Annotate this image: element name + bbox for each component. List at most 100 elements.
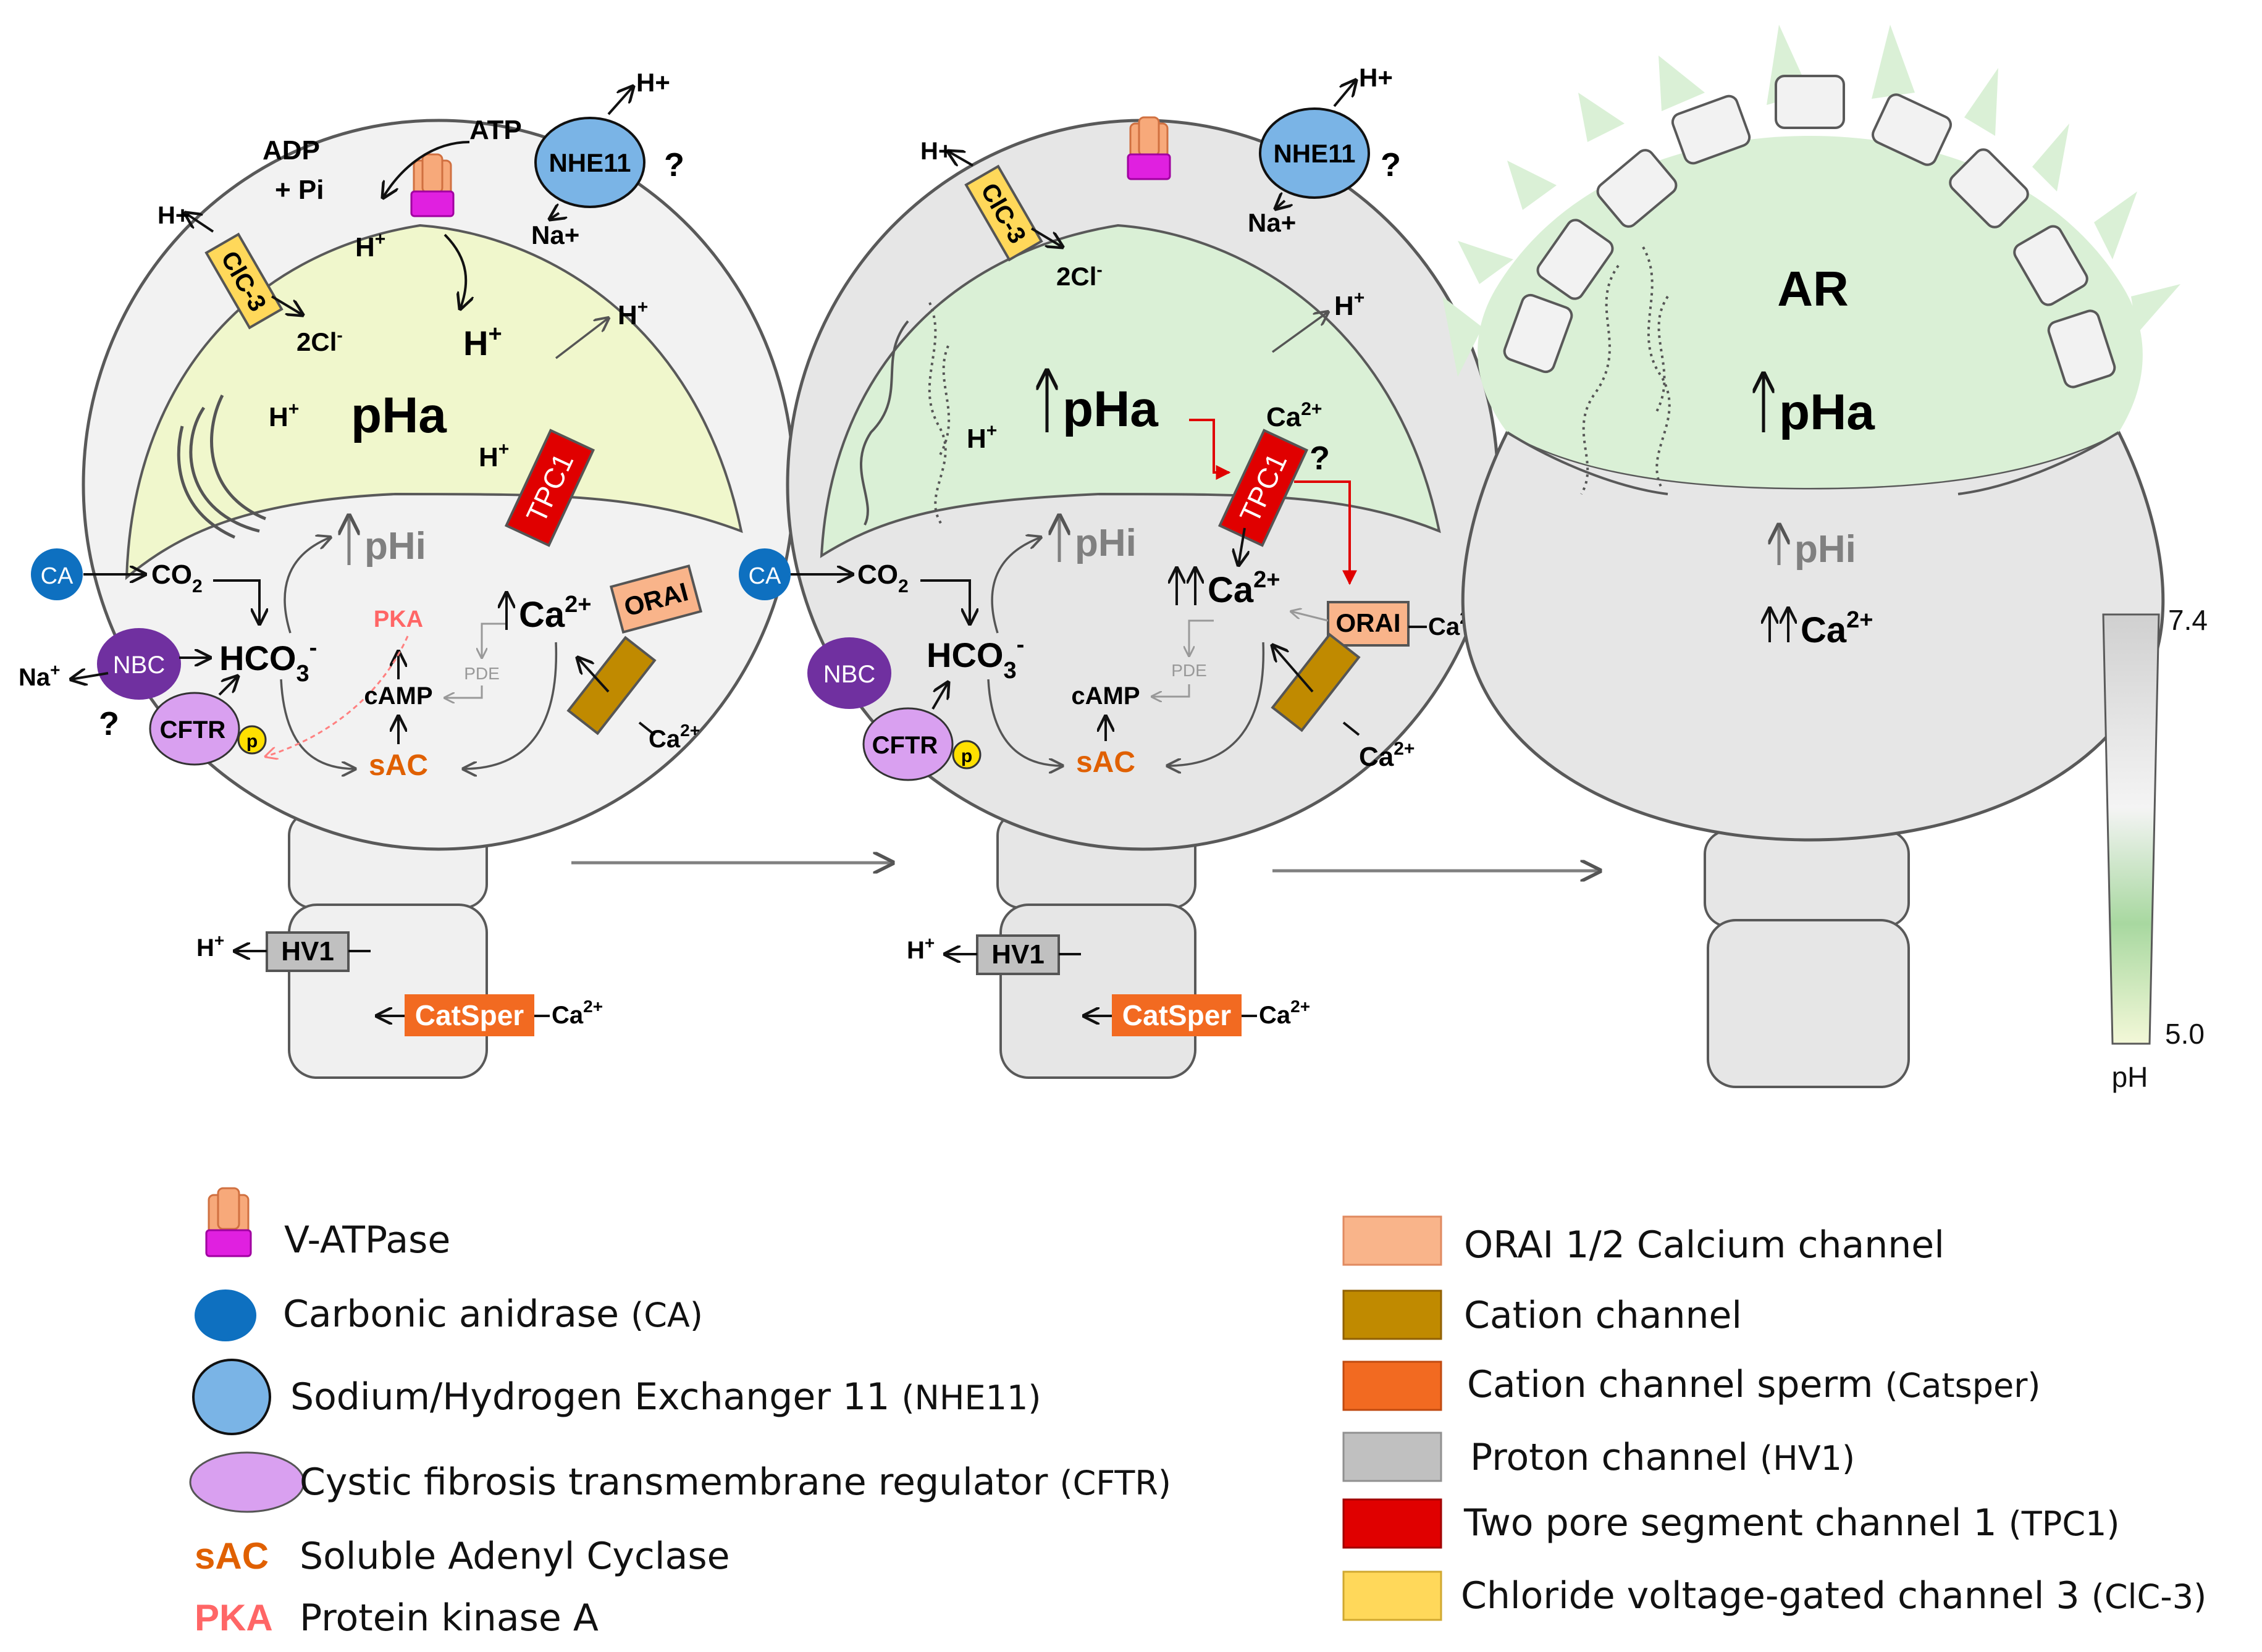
pde-camp-arrow (445, 686, 483, 698)
ca2-label: Ca2+ (1266, 399, 1322, 432)
midpiece-lower (288, 904, 488, 1079)
pde-camp-arrow (1152, 684, 1190, 697)
acrosome-remnant (1478, 136, 2143, 488)
h-ion-label: H+ (1334, 288, 1364, 321)
pha-label: pHa (351, 387, 447, 443)
orai-channel (1327, 601, 1410, 647)
co2-label: CO2 (857, 560, 909, 597)
pde-label: PDE (464, 664, 500, 683)
legend-clc3-label: Chloride voltage-gated channel 3 (ClC-3) (1461, 1574, 2206, 1617)
acrosome-wave (928, 302, 947, 526)
ca-sac-arrow (1167, 642, 1265, 766)
hv1-label: HV1 (281, 936, 334, 966)
legend-pka-label: Protein kinase A (300, 1596, 599, 1640)
legend-cation-label: Cation channel (1464, 1294, 1742, 1337)
v-atpase-icon (410, 153, 455, 217)
h-efflux-arrow (555, 318, 608, 359)
clc3-h-arrow (948, 151, 973, 167)
pha-tpc1-red-arrow (1189, 419, 1231, 480)
ph-scale: 7.4 5.0 pH (2102, 604, 2208, 1093)
nbc-transporter (97, 628, 181, 700)
nhe11-exchanger (534, 117, 645, 208)
hco3-label: HCO3- (219, 635, 317, 687)
clc3-h-label: H+ (158, 202, 190, 229)
nhe11-h-label: H+ (636, 68, 670, 97)
co2-label: CO2 (151, 560, 203, 597)
legend-orai-label: ORAI 1/2 Calcium channel (1464, 1223, 1945, 1267)
nbc-na-arrow (71, 673, 109, 679)
nhe11-na-label: Na+ (531, 220, 579, 249)
panel-1: ATP ADP + Pi NHE11 ? H+ Na+ ClC-3 H+ 2Cl… (19, 68, 796, 1079)
h-efflux-arrow (1271, 312, 1328, 353)
legend-nhe11-label: Sodium/Hydrogen Exchanger 11 (NHE11) (290, 1375, 1041, 1419)
h-pump-arrow (444, 233, 466, 309)
catsper-swatch (1342, 1361, 1442, 1411)
h-ion-label: H+ (463, 321, 502, 363)
panel-2: NHE11 ? H+ Na+ ClC-3 H+ 2Cl- H+ H+ pHa C… (739, 63, 1500, 1079)
pka-cftr-arrow (266, 635, 409, 757)
midpiece-upper (1704, 829, 1910, 928)
legend-left: V-ATPase Carbonic anidrase (CA) Sodium/H… (189, 1187, 1171, 1640)
cftr-hco3-arrow (931, 682, 948, 710)
hco3-label: HCO3- (927, 632, 1024, 684)
nhe11-question: ? (1381, 146, 1401, 183)
sac-label: sAC (1076, 746, 1135, 779)
ca-label: CA (749, 563, 781, 589)
cftr-label: CFTR (160, 716, 226, 744)
nhe11-icon (192, 1359, 271, 1435)
ca-sac-arrow (463, 642, 558, 769)
nbc-label: NBC (113, 652, 165, 679)
catsper-ca-label: Ca2+ (1259, 997, 1310, 1029)
ca-enzyme (31, 548, 83, 600)
nhe11-question: ? (664, 146, 684, 183)
catsper-channel (405, 994, 534, 1036)
cftr-channel (149, 692, 240, 766)
acrosome-wave (1580, 264, 1620, 495)
co2-hco3-arrow (213, 579, 259, 624)
clc3-cl-label: 2Cl- (296, 325, 343, 356)
acrosome-wave (1642, 246, 1671, 488)
ph-scale-min: 5.0 (2165, 1018, 2205, 1050)
phi-label: pHi (1794, 528, 1856, 571)
clc3-cl-arrow (271, 295, 303, 315)
acrosome-edge (1957, 431, 2120, 495)
ca2-label: Ca2+ (1801, 607, 1873, 650)
acrosome-wave (1654, 295, 1669, 414)
v-atpase-icon (1127, 116, 1171, 180)
ca-enzyme (739, 548, 791, 600)
h-ion-label: H+ (355, 229, 385, 262)
ca2-label: Ca2+ (1208, 567, 1280, 610)
clc3-swatch (1342, 1570, 1442, 1621)
nhe11-h-arrow (607, 86, 633, 115)
nhe11-h-arrow (1333, 80, 1356, 107)
orai-ca-arrow (1291, 611, 1329, 622)
catsper-label: CatSper (415, 999, 524, 1031)
ca-icon (195, 1289, 256, 1341)
cation-ca-label: Ca2+ (1359, 739, 1415, 772)
p-label: p (961, 746, 972, 766)
ph-scale-max: 7.4 (2168, 604, 2208, 636)
clc3-cl-label: 2Cl- (1056, 260, 1103, 291)
h-ion-label: H+ (967, 421, 997, 454)
cation-ca-arrow (1272, 645, 1314, 693)
cation-ca-arrow (578, 658, 610, 693)
legend-cftr-label: Cystic fibrosis transmembrane regulator … (300, 1461, 1171, 1504)
atp-arrow (383, 141, 470, 198)
legend-v-atpase-label: V-ATPase (284, 1218, 450, 1262)
pde-label: PDE (1171, 661, 1207, 680)
orai-channel: ORAI (609, 564, 703, 634)
tpc1-swatch (1342, 1498, 1442, 1549)
legend-pka-short: PKA (195, 1597, 273, 1638)
tpc1-orai-red-arrow (1294, 480, 1357, 585)
clc3-h-arrow (185, 213, 214, 233)
panel-3: AR pHa pHi Ca2+ (1442, 25, 2180, 1088)
hco3-sac-arrow (987, 679, 1062, 766)
nhe11-exchanger (1259, 107, 1370, 199)
ca-pde-arrow (482, 623, 507, 658)
hv1-label: HV1 (991, 939, 1045, 970)
acrosome-wave (938, 345, 951, 458)
ca-pde-arrow (1189, 619, 1214, 656)
cftr-hco3-arrow (218, 676, 238, 696)
hv1-swatch (1342, 1432, 1442, 1482)
orai-swatch (1342, 1215, 1442, 1266)
